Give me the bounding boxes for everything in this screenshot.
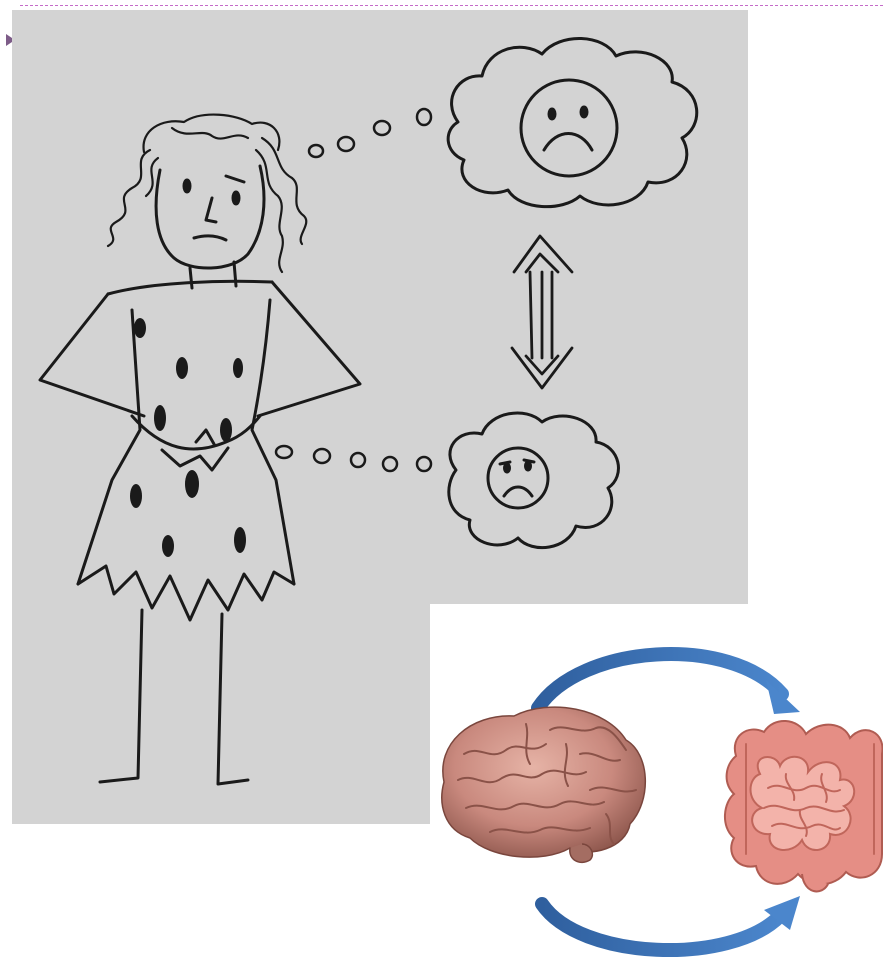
curved-arrow-icon (542, 896, 800, 950)
sad-face-icon (488, 448, 548, 508)
hair-icon (108, 115, 306, 272)
brain-icon (442, 707, 645, 862)
thought-cloud-bottom (449, 413, 619, 548)
legs (100, 610, 248, 784)
bidirectional-arrow-icon (512, 236, 572, 388)
intestines-icon (725, 721, 883, 891)
sad-face-icon (521, 80, 617, 176)
gut-brain-axis-panel (430, 604, 883, 960)
dashed-top-rule (20, 5, 883, 6)
dress-spots (130, 318, 246, 557)
thought-cloud-top (448, 38, 697, 206)
thought-trail-bottom (276, 446, 431, 471)
gut-brain-illustration (430, 604, 883, 960)
face-icon (156, 166, 264, 268)
thought-trail-top (309, 109, 431, 157)
dress (40, 281, 360, 620)
curved-arrow-icon (538, 654, 800, 714)
